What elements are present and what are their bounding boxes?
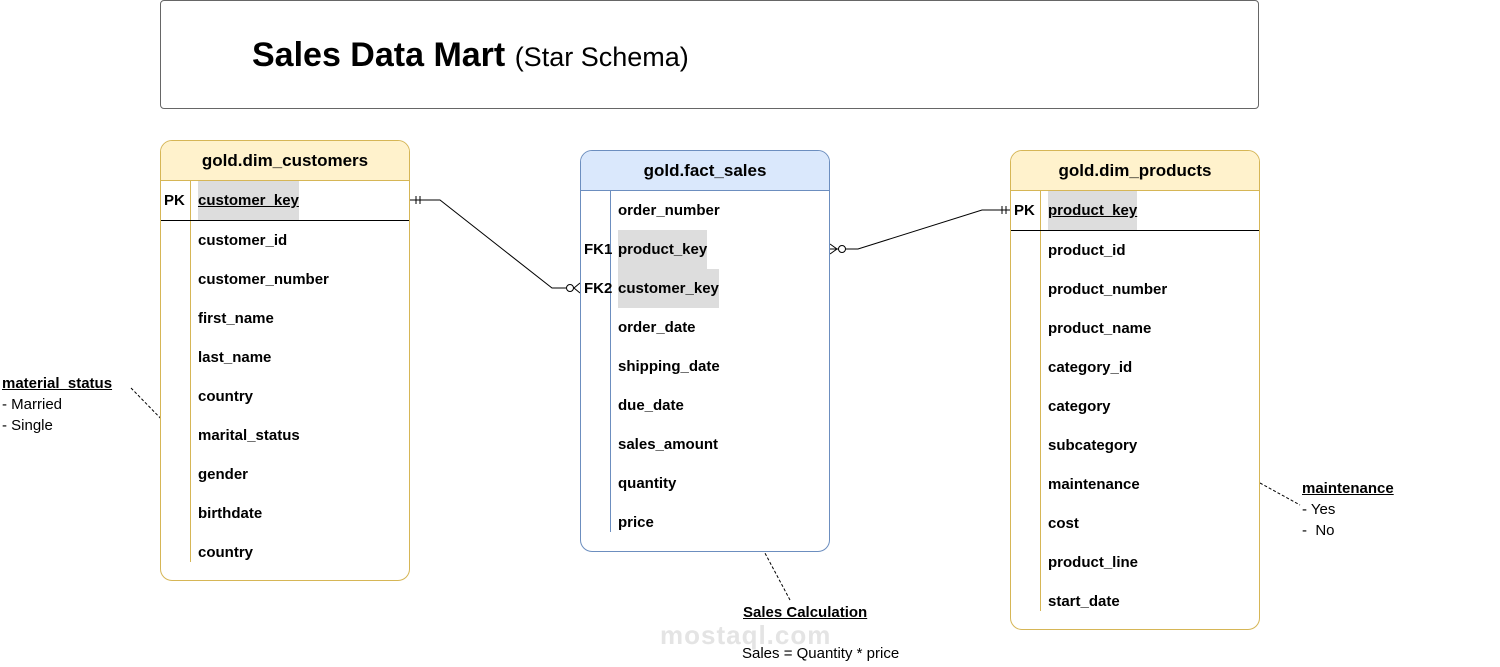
note-title: maintenance [1302,480,1394,497]
title-sub: (Star Schema) [514,42,689,72]
field-name: country [198,388,254,405]
customer-fact-relationship [410,199,566,289]
field-name: order_date [618,319,696,336]
table-row: order_number [581,191,829,230]
table-row: category_id [1011,348,1259,387]
table-row: order_date [581,308,829,347]
table-row: product_id [1011,231,1259,270]
field-name: quantity [618,475,677,492]
field-name: product_id [1048,242,1126,259]
key-label: FK2 [584,280,613,297]
field-name: cost [1048,515,1079,532]
note-line: - Single [2,417,53,434]
table-row: due_date [581,386,829,425]
note-sales-formula: Sales = Quantity * price [742,645,900,662]
title-main: Sales Data Mart [252,36,506,74]
primary-key-row: PK product_key [1011,191,1259,231]
field-name: price [618,514,654,531]
note-line: - Yes [1302,501,1336,518]
table-row: maintenance [1011,465,1259,504]
table-row: product_number [1011,270,1259,309]
primary-key-row: PK customer_key [161,181,409,221]
field-name: marital_status [198,427,300,444]
field-name: subcategory [1048,437,1138,454]
table-row: last_name [161,338,409,377]
field-name: product_name [1048,320,1152,337]
field-name: product_key [1048,191,1138,230]
note-maintenance: maintenance - Yes - No [1302,478,1394,541]
table-row: product_line [1011,543,1259,582]
table-row: quantity [581,464,829,503]
table-row: gender [161,455,409,494]
table-header: gold.dim_products [1011,151,1259,191]
table-row: product_name [1011,309,1259,348]
table-row: customer_id [161,221,409,260]
table-header: gold.dim_customers [161,141,409,181]
field-name: product_key [618,230,708,269]
table-row: category [1011,387,1259,426]
field-name: first_name [198,310,274,327]
field-name: country [198,544,254,561]
table-row: subcategory [1011,426,1259,465]
table-row: start_date [1011,582,1259,621]
field-name: customer_key [198,181,299,220]
table-row: country [161,533,409,572]
note-sales-calculation: Sales Calculation [743,602,867,623]
page-title: Sales Data Mart (Star Schema) [252,36,689,75]
field-name: customer_key [618,269,719,308]
product-fact-relationship [830,209,1010,250]
field-name: last_name [198,349,272,366]
note-line: - Married [2,396,63,413]
table-row: price [581,503,829,542]
field-name: order_number [618,202,720,219]
field-name: start_date [1048,593,1120,610]
field-name: gender [198,466,249,483]
field-name: shipping_date [618,358,720,375]
table-row: FK2 customer_key [581,269,829,308]
field-name: sales_amount [618,436,719,453]
field-name: product_number [1048,281,1168,298]
field-name: customer_id [198,232,288,249]
field-name: customer_number [198,271,329,288]
table-row: birthdate [161,494,409,533]
field-name: maintenance [1048,476,1140,493]
field-name: product_line [1048,554,1139,571]
key-label: PK [164,192,185,209]
field-name: category_id [1048,359,1133,376]
table-header: gold.fact_sales [581,151,829,191]
note-line: - No [1302,522,1335,539]
note-title: Sales Calculation [743,604,868,621]
note-title: material_status [2,375,113,392]
key-label: PK [1014,202,1035,219]
field-name: category [1048,398,1111,415]
table-row: shipping_date [581,347,829,386]
field-name: birthdate [198,505,263,522]
table-row: first_name [161,299,409,338]
title-box [160,0,1259,109]
key-label: FK1 [584,241,613,258]
table-row: sales_amount [581,425,829,464]
note-marital-status: material_status - Married - Single [2,373,112,436]
table-row: marital_status [161,416,409,455]
field-name: due_date [618,397,684,414]
table-row: country [161,377,409,416]
table-row: cost [1011,504,1259,543]
table-row: FK1 product_key [581,230,829,269]
table-row: customer_number [161,260,409,299]
watermark-logo: mostaql.com [660,620,832,650]
table-dim-products: gold.dim_products PK product_key product_i… [1010,150,1260,630]
